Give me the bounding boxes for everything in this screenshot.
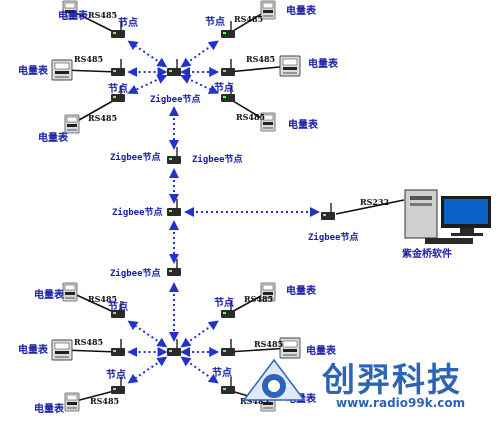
bottom-meter-label-1: 电量表 [286,284,317,297]
top-rs485-line-0 [69,9,119,35]
bottom-meter-label-4: 电量表 [34,402,65,415]
bottom-node-2 [110,338,126,357]
rs232-line [335,199,405,215]
software-label: 紫金桥软件 [402,247,452,260]
top-meter-label-0: 电量表 [58,9,89,22]
bottom-meter-2 [51,339,73,361]
top-rs485-label-4: RS485 [88,113,117,123]
top-meter-2 [51,59,73,81]
gateway-node [320,202,336,221]
chain-label-2: Zigbee节点 [110,267,161,279]
bottom-node-5 [220,376,236,395]
top-link-4 [127,74,168,94]
bottom-rs485-label-2: RS485 [74,337,103,347]
bottom-node-label-1: 节点 [214,296,234,309]
bottom-meter-4 [64,392,80,412]
bottom-node-label-5: 节点 [212,366,232,379]
bottom-meter-label-3: 电量表 [306,344,337,357]
bottom-meter-label-2: 电量表 [18,343,49,356]
top-rs485-label-5: RS485 [236,112,265,122]
bottom-meter-0 [62,282,78,302]
bottom-rs485-label-4: RS485 [90,396,119,406]
bottom-rs485-label-1: RS485 [244,294,273,304]
top-meter-3 [279,55,301,77]
bottom-node-label-0: 节点 [108,300,128,313]
top-meter-label-2: 电量表 [18,64,49,77]
bottom-node-3 [220,338,236,357]
top-meter-label-1: 电量表 [286,4,317,17]
bottom-link-0 [127,320,168,348]
chain-label-0a: Zigbee节点 [110,151,161,163]
top-rs485-label-0: RS485 [88,10,117,20]
top-node-label-0: 节点 [118,16,138,29]
bottom-rs485-line-4 [71,389,119,403]
chain-label-0b: Zigbee节点 [192,153,243,165]
brand-name: 创羿科技 [321,360,462,399]
bottom-link-4 [127,356,168,384]
top-node-label-1: 节点 [205,15,225,28]
top-rs485-label-1: RS485 [234,14,263,24]
top-node-label-5: 节点 [214,81,234,94]
top-meter-label-5: 电量表 [288,118,319,131]
bottom-meter-label-0: 电量表 [34,288,65,301]
brand-logo-icon [242,358,306,401]
top-link-5 [180,74,220,94]
bottom-rs485-label-3: RS485 [254,339,283,349]
chain-label-1: Zigbee节点 [112,206,163,218]
brand-url: www.radio99k.com [336,396,465,410]
top-meter-label-4: 电量表 [38,131,69,144]
rs232-label: RS232 [360,197,389,207]
chain-node-2 [166,258,182,277]
top-node-2 [110,58,126,77]
top-hub-label: Zigbee节点 [150,93,201,105]
top-link-1 [180,40,219,68]
computer-icon [404,189,491,244]
bottom-rs485-label-5: RS485 [240,396,269,406]
top-meter-4 [64,114,80,134]
bottom-node-label-4: 节点 [106,368,126,381]
top-rs485-label-2: RS485 [74,54,103,64]
top-rs485-line-4 [71,97,119,125]
bottom-rs485-label-0: RS485 [88,294,117,304]
top-link-0 [127,40,168,68]
top-node-3 [220,58,236,77]
brand-watermark: 创羿科技 www.radio99k.com [242,358,465,410]
bottom-link-5 [180,356,219,384]
bottom-rs485-line-0 [69,291,119,315]
top-hub-node [166,58,182,77]
bottom-hub-node [166,338,182,357]
top-node-label-4: 节点 [108,82,128,95]
gateway-label: Zigbee节点 [308,231,359,243]
top-meter-label-3: 电量表 [308,57,339,70]
chain-node-0 [166,146,182,165]
bottom-link-1 [180,320,219,348]
top-rs485-label-3: RS485 [246,54,275,64]
